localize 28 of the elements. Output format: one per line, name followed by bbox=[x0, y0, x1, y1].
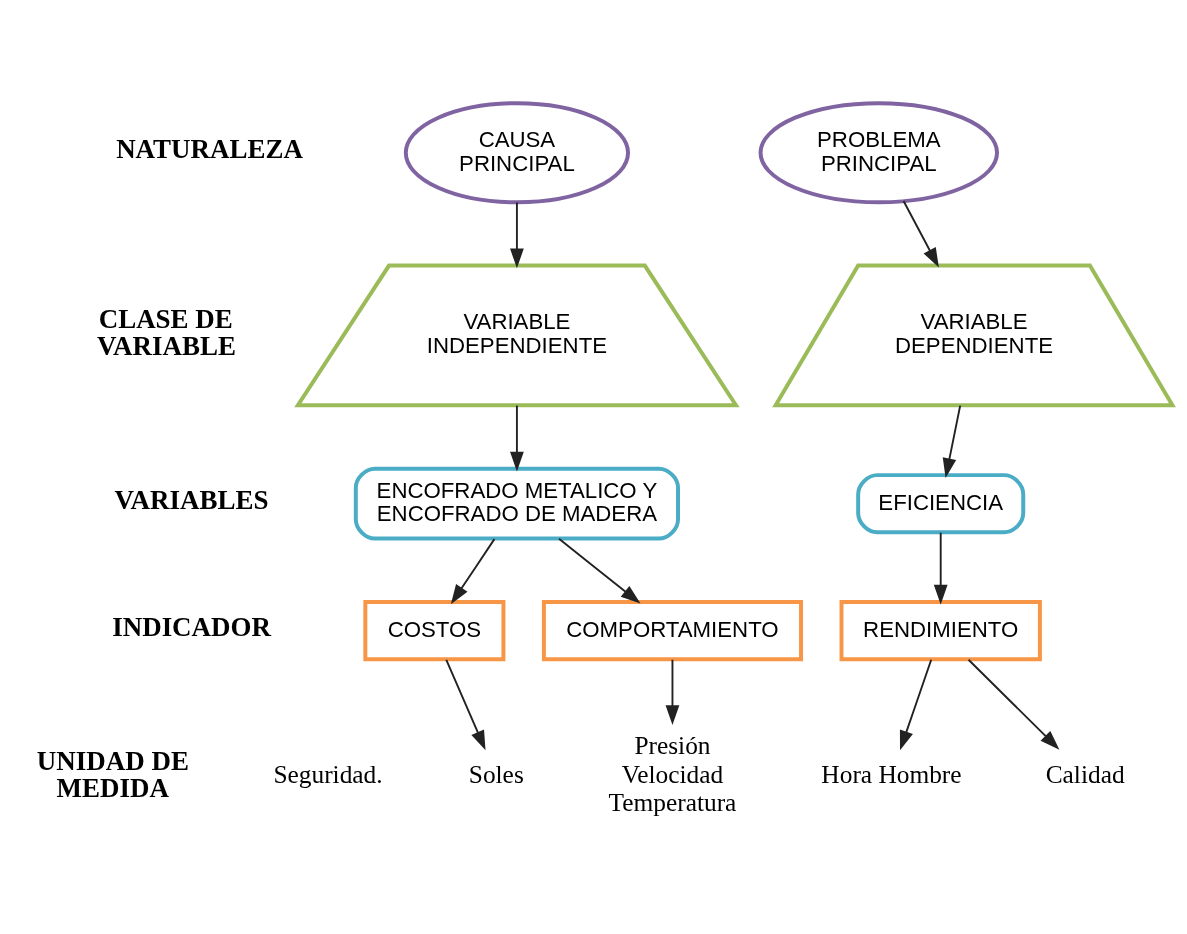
arrow bbox=[450, 538, 496, 605]
arrow bbox=[510, 404, 524, 472]
label: UNIDAD DE MEDIDA bbox=[36, 745, 189, 803]
node-ellipse: CAUSA PRINCIPAL bbox=[403, 101, 631, 205]
node-box: RENDIMIENTO bbox=[839, 600, 1042, 662]
node-ellipse: PROBLEMA PRINCIPAL bbox=[758, 101, 999, 205]
arrow bbox=[902, 200, 939, 268]
label: NATURALEZA bbox=[116, 133, 303, 164]
arrow bbox=[510, 201, 524, 269]
node-box: COMPORTAMIENTO bbox=[541, 600, 803, 662]
node-text: Hora Hombre bbox=[821, 759, 962, 788]
node-box: COSTOS bbox=[363, 600, 506, 662]
arrow bbox=[899, 658, 933, 751]
node-box: ENCOFRADO METALICO Y ENCOFRADO DE MADERA bbox=[353, 466, 680, 541]
arrow bbox=[967, 658, 1060, 750]
arrow bbox=[558, 537, 641, 604]
arrow bbox=[445, 658, 486, 751]
node-text: Soles bbox=[468, 759, 524, 788]
label: INDICADOR bbox=[112, 611, 272, 642]
label: CLASE DE VARIABLE bbox=[97, 304, 236, 362]
node-text: Calidad bbox=[1045, 759, 1125, 788]
node-text: Presión Velocidad Temperatura bbox=[608, 731, 737, 817]
node-box: EFICIENCIA bbox=[856, 473, 1026, 535]
arrow bbox=[933, 531, 948, 605]
arrow bbox=[665, 658, 680, 726]
arrow bbox=[942, 404, 962, 478]
label: VARIABLES bbox=[114, 484, 269, 515]
label: Seguridad. bbox=[273, 759, 383, 788]
